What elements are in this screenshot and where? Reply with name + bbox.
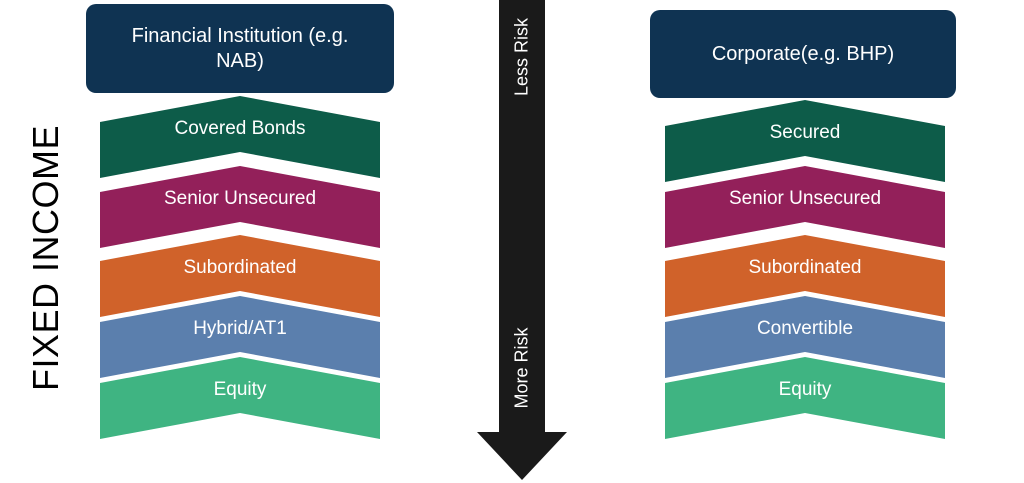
left-tier-label: Hybrid/AT1 xyxy=(193,318,287,339)
financial-institution-header-text: Financial Institution (e.g. NAB) xyxy=(131,24,349,72)
risk-arrow-shape xyxy=(477,0,567,480)
right-tier-label: Senior Unsecured xyxy=(728,188,882,209)
left-tier-label: Subordinated xyxy=(183,257,297,278)
right-tier-label: Convertible xyxy=(756,318,854,339)
right-tier-label: Secured xyxy=(769,122,841,143)
right-tier-label: Equity xyxy=(778,379,832,400)
more-risk-label: More Risk xyxy=(511,327,532,409)
left-tier-label: Senior Unsecured xyxy=(163,188,317,209)
left-tier-label: Covered Bonds xyxy=(174,118,306,139)
corporate-header: Corporate(e.g. BHP) xyxy=(650,10,956,98)
right-tier-label: Subordinated xyxy=(748,257,862,278)
left-tier-label: Equity xyxy=(213,379,267,400)
corporate-header-text: Corporate(e.g. BHP) xyxy=(711,42,895,65)
less-risk-label: Less Risk xyxy=(511,17,532,97)
financial-institution-header: Financial Institution (e.g. NAB) xyxy=(86,4,394,93)
